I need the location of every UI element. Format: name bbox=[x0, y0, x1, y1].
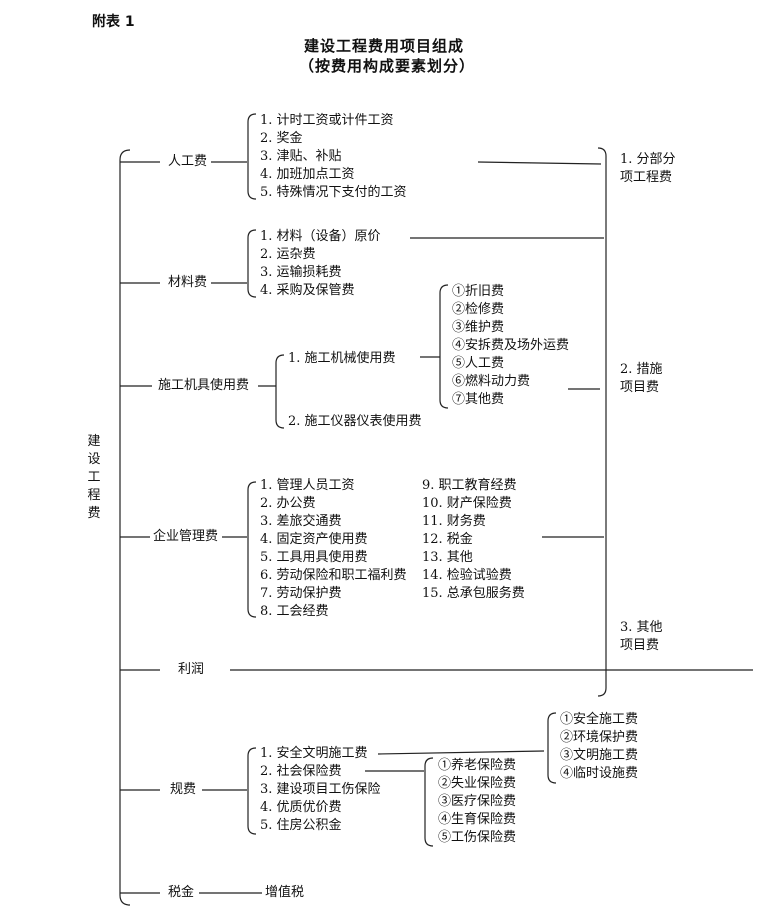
list-item: ③维护费 bbox=[452, 320, 505, 335]
list-item: 1. 安全文明施工费 bbox=[260, 746, 368, 761]
list-item: 3. 差旅交通费 bbox=[260, 514, 342, 529]
list-item: 7. 劳动保护费 bbox=[260, 586, 342, 601]
destination-1-line2: 项工程费 bbox=[620, 170, 673, 185]
page-subtitle: （按费用构成要素划分） bbox=[299, 57, 476, 75]
destination-2-line2: 项目费 bbox=[620, 380, 660, 395]
list-item: 4. 采购及保管费 bbox=[260, 283, 355, 298]
list-item: 5. 住房公积金 bbox=[260, 818, 342, 833]
list-item: 4. 优质优价费 bbox=[260, 800, 342, 815]
list-item: ②失业保险费 bbox=[438, 776, 517, 791]
list-item: 2. 运杂费 bbox=[260, 247, 316, 262]
destination-2-line1: 2. 措施 bbox=[620, 362, 663, 377]
list-item: ⑤工伤保险费 bbox=[438, 830, 517, 845]
category-material: 材料费 bbox=[168, 275, 208, 290]
category-tax: 税金 bbox=[168, 885, 195, 900]
list-item: 8. 工会经费 bbox=[260, 604, 329, 619]
list-item: ⑥燃料动力费 bbox=[452, 374, 531, 389]
list-item: 5. 工具用具使用费 bbox=[260, 550, 368, 565]
list-item: 9. 职工教育经费 bbox=[422, 478, 517, 493]
list-item: 4. 固定资产使用费 bbox=[260, 532, 368, 547]
list-item: 12. 税金 bbox=[422, 532, 473, 547]
destination-3-line1: 3. 其他 bbox=[620, 620, 663, 635]
list-item: 14. 检验试验费 bbox=[422, 568, 512, 583]
list-item: 13. 其他 bbox=[422, 550, 473, 565]
category-machinery: 施工机具使用费 bbox=[158, 378, 250, 393]
list-item: ①折旧费 bbox=[452, 284, 505, 299]
root-label: 建设工程费 bbox=[87, 434, 101, 521]
list-item: ④生育保险费 bbox=[438, 812, 517, 827]
list-item: ④安拆费及场外运费 bbox=[452, 338, 570, 353]
category-fees: 规费 bbox=[170, 782, 197, 797]
list-item: 3. 津贴、补贴 bbox=[260, 149, 342, 164]
list-item: 15. 总承包服务费 bbox=[422, 586, 525, 601]
destination-3-line2: 项目费 bbox=[620, 638, 660, 653]
category-profit: 利润 bbox=[178, 662, 205, 677]
list-item: 11. 财务费 bbox=[422, 514, 486, 529]
list-item: 3. 建设项目工伤保险 bbox=[260, 782, 381, 797]
list-item: 1. 材料（设备）原价 bbox=[260, 229, 381, 244]
tax-item-vat: 增值税 bbox=[265, 885, 305, 900]
list-item: ②检修费 bbox=[452, 302, 505, 317]
list-item: ⑤人工费 bbox=[452, 356, 505, 371]
list-item: 4. 加班加点工资 bbox=[260, 167, 355, 182]
list-item: 5. 特殊情况下支付的工资 bbox=[260, 185, 407, 200]
list-item: 1. 施工机械使用费 bbox=[288, 351, 396, 366]
list-item: 1. 计时工资或计件工资 bbox=[260, 113, 394, 128]
list-item: 1. 管理人员工资 bbox=[260, 478, 355, 493]
destination-1-line1: 1. 分部分 bbox=[620, 152, 676, 167]
list-item: ①养老保险费 bbox=[438, 758, 517, 773]
list-item: 6. 劳动保险和职工福利费 bbox=[260, 568, 407, 583]
appendix-label: 附表 1 bbox=[92, 14, 135, 30]
list-item: ③医疗保险费 bbox=[438, 794, 517, 809]
list-item: 2. 施工仪器仪表使用费 bbox=[288, 414, 422, 429]
list-item: 10. 财产保险费 bbox=[422, 496, 512, 511]
list-item: ④临时设施费 bbox=[560, 766, 639, 781]
list-item: 2. 社会保险费 bbox=[260, 764, 342, 779]
list-item: 3. 运输损耗费 bbox=[260, 265, 342, 280]
list-item: ⑦其他费 bbox=[452, 392, 505, 407]
page-title: 建设工程费用项目组成 bbox=[304, 37, 465, 55]
list-item: 2. 奖金 bbox=[260, 131, 303, 146]
list-item: 2. 办公费 bbox=[260, 496, 316, 511]
list-item: ①安全施工费 bbox=[560, 712, 639, 727]
category-labor: 人工费 bbox=[168, 154, 208, 169]
category-management: 企业管理费 bbox=[153, 529, 219, 544]
list-item: ②环境保护费 bbox=[560, 730, 639, 745]
list-item: ③文明施工费 bbox=[560, 748, 639, 763]
